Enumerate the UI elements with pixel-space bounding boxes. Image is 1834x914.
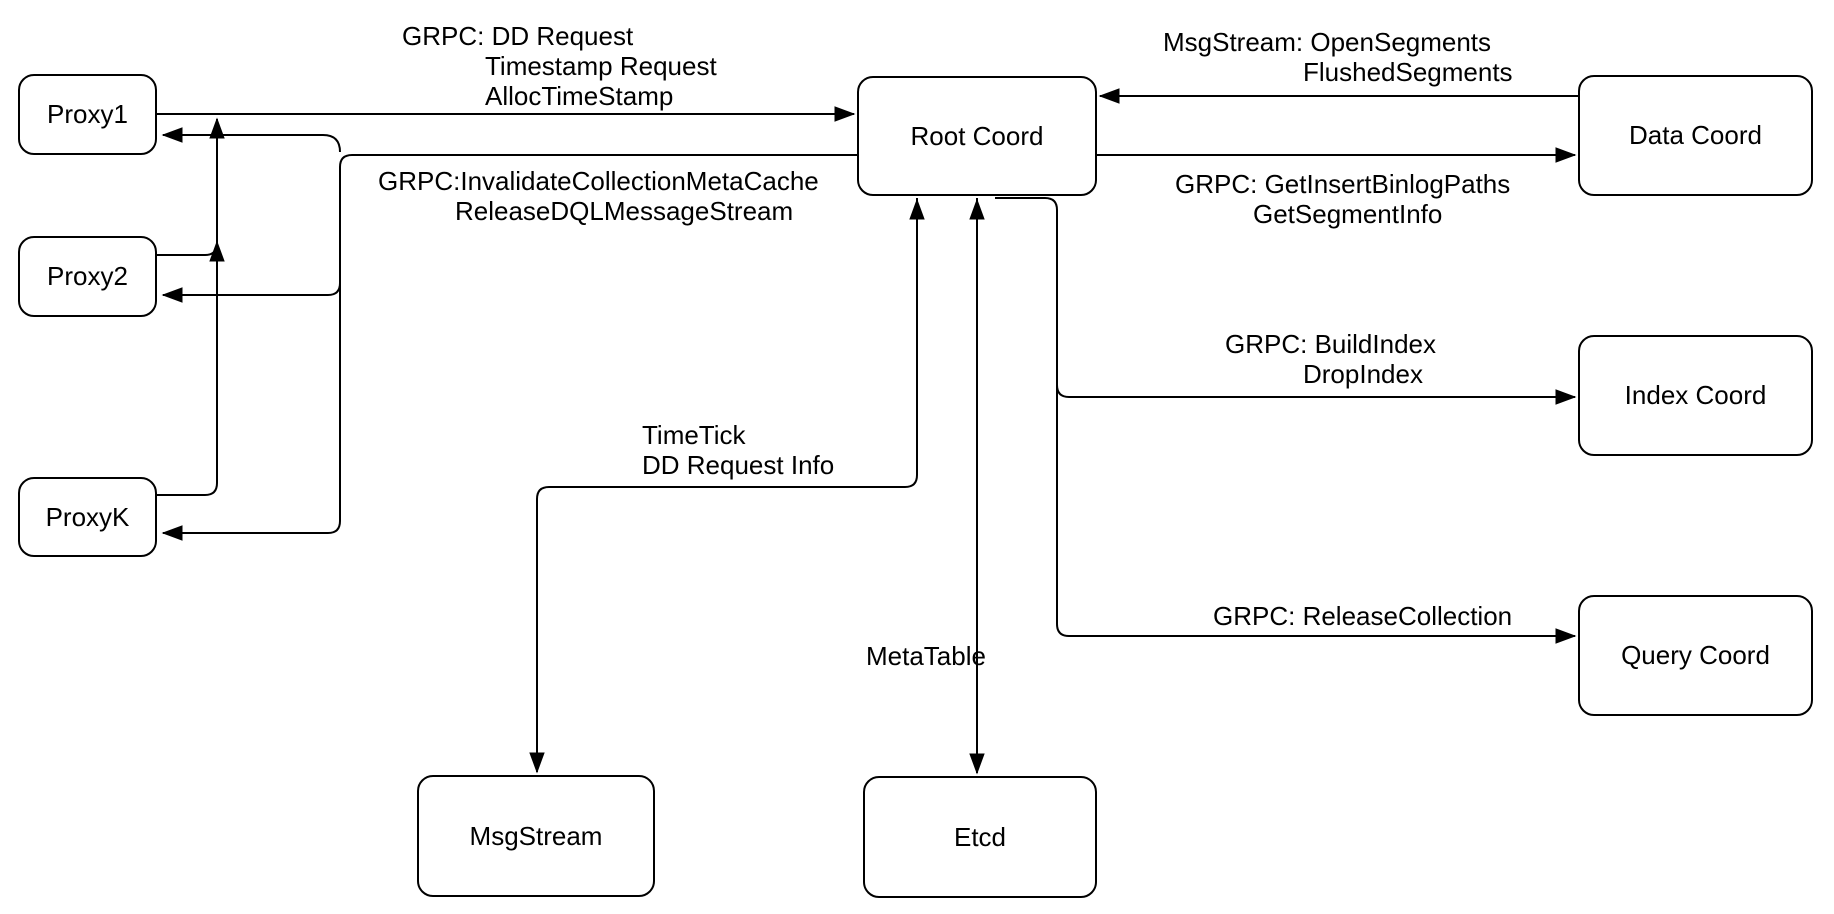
edge-label-line: MsgStream: OpenSegments bbox=[1163, 27, 1492, 57]
edge-label-line: FlushedSegments bbox=[1303, 57, 1513, 87]
node-query-coord: Query Coord bbox=[1578, 595, 1813, 716]
edge-root-to-query bbox=[995, 197, 1577, 644]
edge-label-line: ReleaseDQLMessageStream bbox=[455, 196, 794, 226]
edge-label-root-to-etcd-msgs: MetaTable bbox=[866, 641, 986, 671]
edge-label-line: MetaTable bbox=[866, 641, 986, 671]
edge-label-line: GRPC: GetInsertBinlogPaths bbox=[1175, 169, 1511, 199]
node-label-query-coord: Query Coord bbox=[1621, 640, 1770, 670]
edge-label-line: Timestamp Request bbox=[485, 51, 717, 81]
node-index-coord: Index Coord bbox=[1578, 335, 1813, 456]
node-label-proxy2: Proxy2 bbox=[47, 261, 128, 291]
edge-root-to-msgstream bbox=[529, 198, 918, 774]
edge-label-line: TimeTick bbox=[642, 420, 746, 450]
edge-proxyk-join bbox=[157, 117, 225, 496]
node-proxyk: ProxyK bbox=[18, 477, 157, 557]
edge-proxy2-join bbox=[157, 240, 225, 262]
node-proxy1: Proxy1 bbox=[18, 74, 157, 155]
edge-label-line: AllocTimeStamp bbox=[485, 81, 674, 111]
edge-root-to-proxyk bbox=[161, 154, 857, 541]
node-label-msgstream: MsgStream bbox=[469, 820, 603, 851]
edge-label-line: GRPC: BuildIndex bbox=[1225, 329, 1436, 359]
edge-label-line: DD Request Info bbox=[642, 450, 835, 480]
node-msgstream: MsgStream bbox=[417, 775, 655, 897]
node-label-root-coord: Root Coord bbox=[910, 120, 1044, 151]
edge-label-line: GRPC: ReleaseCollection bbox=[1213, 601, 1513, 631]
node-label-proxyk: ProxyK bbox=[45, 501, 130, 532]
edge-label-line: GetSegmentInfo bbox=[1253, 199, 1443, 229]
edge-label-line: GRPC:InvalidateCollectionMetaCache bbox=[378, 166, 819, 196]
node-label-data-coord: Data Coord bbox=[1629, 120, 1762, 150]
edge-root-to-proxy2 bbox=[161, 282, 341, 303]
edge-root-to-proxy1 bbox=[161, 127, 341, 153]
node-root-coord: Root Coord bbox=[857, 76, 1097, 196]
edge-label-root-to-query-msgs: GRPC: ReleaseCollection bbox=[1213, 601, 1512, 631]
edge-label-line: GRPC: DD Request bbox=[402, 21, 634, 51]
node-label-proxy1: Proxy1 bbox=[47, 99, 128, 129]
node-etcd: Etcd bbox=[863, 776, 1097, 898]
edge-root-to-index bbox=[1056, 384, 1577, 405]
node-label-index-coord: Index Coord bbox=[1624, 380, 1767, 410]
edge-label-line: DropIndex bbox=[1303, 359, 1423, 389]
node-label-etcd: Etcd bbox=[953, 821, 1007, 852]
node-data-coord: Data Coord bbox=[1578, 75, 1813, 196]
node-proxy2: Proxy2 bbox=[18, 236, 157, 317]
